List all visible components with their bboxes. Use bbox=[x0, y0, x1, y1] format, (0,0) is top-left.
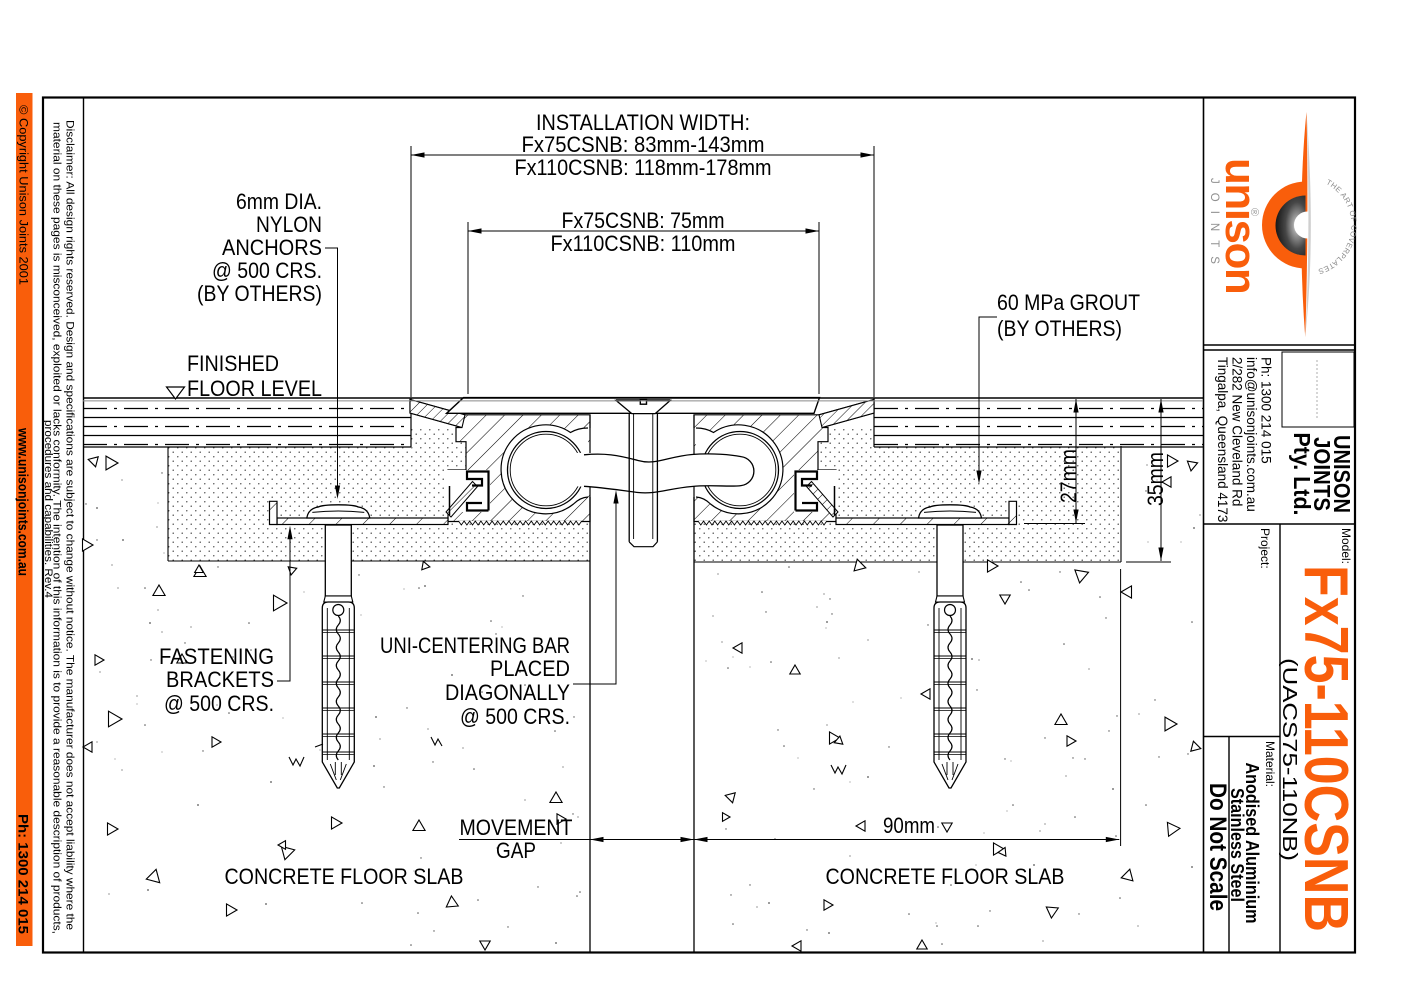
svg-text:®: ® bbox=[1248, 208, 1260, 216]
svg-text:CONCRETE FLOOR SLAB: CONCRETE FLOOR SLAB bbox=[826, 864, 1065, 889]
svg-text:MOVEMENT: MOVEMENT bbox=[460, 815, 573, 840]
svg-text:NYLON: NYLON bbox=[256, 212, 322, 237]
svg-text:INSTALLATION WIDTH:: INSTALLATION WIDTH: bbox=[536, 110, 750, 135]
svg-text:Fx75-110CSNB: Fx75-110CSNB bbox=[1291, 565, 1360, 932]
svg-text:FINISHED: FINISHED bbox=[187, 351, 279, 376]
svg-text:Ph: 1300 214 015: Ph: 1300 214 015 bbox=[1259, 357, 1274, 464]
svg-text:FASTENING: FASTENING bbox=[159, 644, 274, 669]
svg-text:6mm DIA.: 6mm DIA. bbox=[236, 189, 322, 214]
svg-text:Fx75CSNB: 83mm-143mm: Fx75CSNB: 83mm-143mm bbox=[522, 132, 765, 157]
svg-text:info@unisonjoints.com.au: info@unisonjoints.com.au bbox=[1244, 357, 1259, 512]
svg-text:Tingalpa, Queensland 4173: Tingalpa, Queensland 4173 bbox=[1215, 357, 1230, 522]
svg-text:35mm: 35mm bbox=[1143, 452, 1168, 506]
svg-text:Anodised Aluminium: Anodised Aluminium bbox=[1242, 763, 1262, 924]
svg-text:Ph: 1300 214 015: Ph: 1300 214 015 bbox=[16, 814, 31, 935]
svg-text:Stainless Steel: Stainless Steel bbox=[1227, 788, 1247, 902]
svg-text:UNI-CENTERING BAR: UNI-CENTERING BAR bbox=[380, 633, 570, 658]
svg-text:Material:: Material: bbox=[1263, 741, 1277, 787]
svg-text:(BY OTHERS): (BY OTHERS) bbox=[997, 316, 1122, 341]
svg-text:2/282 New Cleveland Rd: 2/282 New Cleveland Rd bbox=[1230, 357, 1245, 506]
svg-text:Disclaimer: All design rights: Disclaimer: All design rights reserved. … bbox=[64, 120, 76, 930]
svg-text:FLOOR LEVEL: FLOOR LEVEL bbox=[187, 376, 322, 401]
svg-text:PLACED: PLACED bbox=[490, 656, 570, 681]
svg-text:GAP: GAP bbox=[496, 838, 536, 863]
svg-text:BRACKETS: BRACKETS bbox=[166, 667, 274, 692]
svg-text:(BY OTHERS): (BY OTHERS) bbox=[197, 281, 322, 306]
svg-text:UNISON: UNISON bbox=[1329, 435, 1355, 513]
svg-text:DIAGONALLY: DIAGONALLY bbox=[445, 680, 570, 705]
svg-text:unıson: unıson bbox=[1216, 158, 1265, 293]
svg-text:Fx110CSNB: 118mm-178mm: Fx110CSNB: 118mm-178mm bbox=[515, 155, 772, 180]
svg-text:ANCHORS: ANCHORS bbox=[222, 235, 322, 260]
svg-text:27mm: 27mm bbox=[1056, 449, 1081, 503]
svg-text:@ 500 CRS.: @ 500 CRS. bbox=[460, 704, 570, 729]
svg-text:Fx75CSNB: 75mm: Fx75CSNB: 75mm bbox=[562, 208, 725, 233]
svg-text:Model:: Model: bbox=[1339, 528, 1353, 564]
svg-text:90mm: 90mm bbox=[883, 813, 935, 838]
svg-text:Pty. Ltd.: Pty. Ltd. bbox=[1289, 433, 1315, 516]
svg-text:www.unisonjoints.com.au: www.unisonjoints.com.au bbox=[16, 427, 31, 576]
svg-text:60 MPa GROUT: 60 MPa GROUT bbox=[997, 290, 1140, 315]
svg-text:@ 500 CRS.: @ 500 CRS. bbox=[164, 691, 274, 716]
svg-text:Project:: Project: bbox=[1258, 528, 1272, 569]
svg-text:(UACS75-110NB): (UACS75-110NB) bbox=[1278, 658, 1301, 861]
svg-text:procedures and capabilities. R: procedures and capabilities. Rev.4 bbox=[42, 420, 54, 598]
svg-text:Do Not Scale: Do Not Scale bbox=[1204, 783, 1231, 911]
svg-text:Fx110CSNB: 110mm: Fx110CSNB: 110mm bbox=[551, 231, 736, 256]
svg-text:CONCRETE FLOOR SLAB: CONCRETE FLOOR SLAB bbox=[225, 864, 464, 889]
svg-text:JOINTS: JOINTS bbox=[1309, 437, 1335, 511]
svg-text:@ 500 CRS.: @ 500 CRS. bbox=[212, 258, 322, 283]
svg-text:material on these pages is mis: material on these pages is misconceived,… bbox=[51, 122, 63, 934]
svg-text:JOINTS: JOINTS bbox=[1208, 178, 1220, 273]
svg-text:© Copyright Unison Joints 2001: © Copyright Unison Joints 2001 bbox=[17, 105, 29, 285]
